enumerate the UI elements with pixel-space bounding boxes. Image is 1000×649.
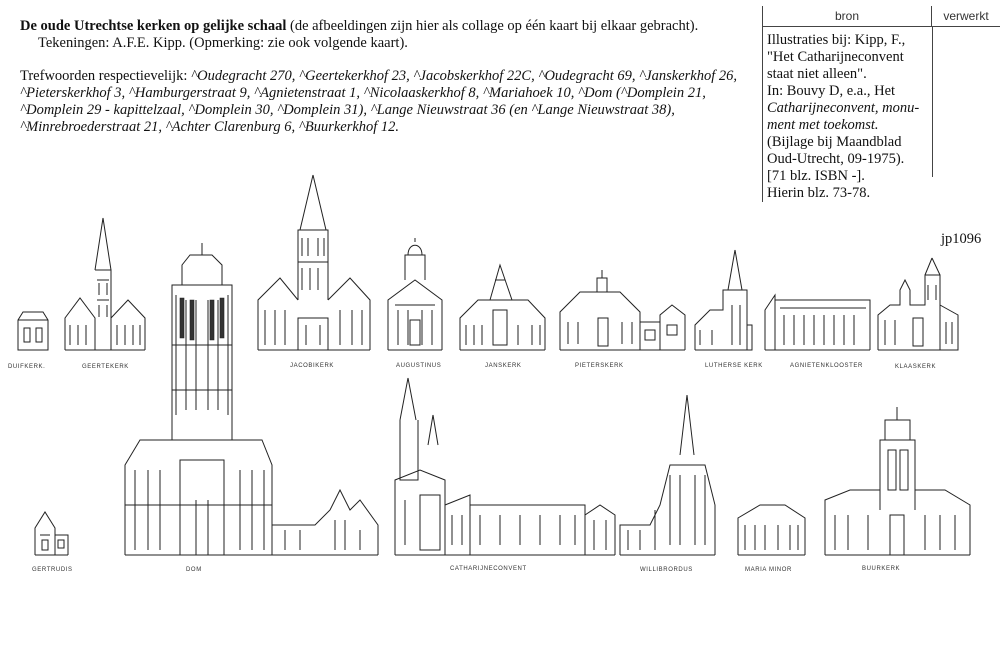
label-gertrudis: GERTRUDIS — [32, 567, 73, 573]
drawing-gertrudis — [34, 511, 69, 556]
label-lutherse-kerk: LUTHERSE KERK — [705, 363, 763, 369]
drawing-agnietenklooster — [764, 293, 871, 351]
drawing-maria-minor — [737, 504, 806, 556]
keywords-list: ^Oudegracht 270, ^Geertekerkhof 23, ^Jac… — [20, 68, 738, 135]
label-klaaskerk: KLAASKERK — [895, 364, 936, 370]
source-line: In: Bouvy D, e.a., Het — [767, 83, 896, 99]
source-line: Oud-Utrecht, 09-1975). — [767, 151, 905, 167]
label-willibrordus: WILLIBRORDUS — [640, 567, 693, 573]
document-code: jp1096 — [941, 231, 982, 247]
source-line: ment met toekomst. — [767, 117, 879, 133]
drawing-catharijneconvent — [394, 377, 616, 556]
source-line: Hierin blz. 73-78. — [767, 185, 871, 201]
label-janskerk: JANSKERK — [485, 363, 521, 369]
keywords: Trefwoorden respectievelijk: ^Oudegracht… — [20, 68, 760, 136]
drawing-geertekerk — [64, 217, 146, 351]
drawing-dom-kapittelzaal — [271, 488, 379, 556]
col-verwerkt: verwerkt — [943, 9, 989, 23]
label-jacobikerk: JACOBIKERK — [290, 363, 334, 369]
source-line: Catharijneconvent, monu- — [767, 100, 920, 116]
drawing-buurkerk — [824, 407, 971, 556]
source-line: "Het Catharijneconvent — [767, 49, 904, 65]
label-dom: DOM — [186, 567, 202, 573]
drawing-pieterskerk — [559, 270, 686, 351]
keywords-label: Trefwoorden respectievelijk: — [20, 68, 191, 84]
source-line: (Bijlage bij Maandblad — [767, 134, 902, 150]
divider — [932, 27, 933, 177]
source-line: staat niet alleen". — [767, 66, 867, 82]
title-note: (de afbeeldingen zijn hier als collage o… — [286, 18, 699, 34]
label-pieterskerk: PIETERSKERK — [575, 363, 624, 369]
label-buurkerk: BUURKERK — [862, 566, 900, 572]
col-bron: bron — [762, 6, 932, 26]
drawing-jacobikerk — [257, 174, 371, 351]
label-catharijneconvent: CATHARIJNECONVENT — [450, 566, 527, 572]
label-maria-minor: MARIA MINOR — [745, 567, 792, 573]
label-agnietenklooster: AGNIETENKLOOSTER — [790, 363, 863, 369]
drawing-janskerk — [459, 263, 546, 351]
source-line: Illustraties bij: Kipp, F., — [767, 32, 906, 48]
drawing-duifkerk — [17, 311, 49, 351]
drawing-dom — [124, 243, 273, 556]
label-geertekerk: GEERTEKERK — [82, 364, 129, 370]
drawing-augustinus — [387, 238, 443, 351]
label-augustinus: AUGUSTINUS — [396, 363, 441, 369]
header-text: De oude Utrechtse kerken op gelijke scha… — [20, 18, 760, 136]
title: De oude Utrechtse kerken op gelijke scha… — [20, 18, 287, 34]
source-line: [71 blz. ISBN -]. — [767, 168, 865, 184]
drawing-willibrordus — [619, 394, 716, 556]
label-duifkerk: DUIFKERK. — [8, 364, 45, 370]
drawing-klaaskerk — [877, 257, 959, 351]
drawing-lutherse-kerk — [694, 249, 753, 351]
source-box: bron verwerkt Illustraties bij: Kipp, F.,… — [762, 6, 1000, 247]
drawings-credit: Tekeningen: A.F.E. Kipp. (Opmerking: zie… — [38, 35, 408, 51]
